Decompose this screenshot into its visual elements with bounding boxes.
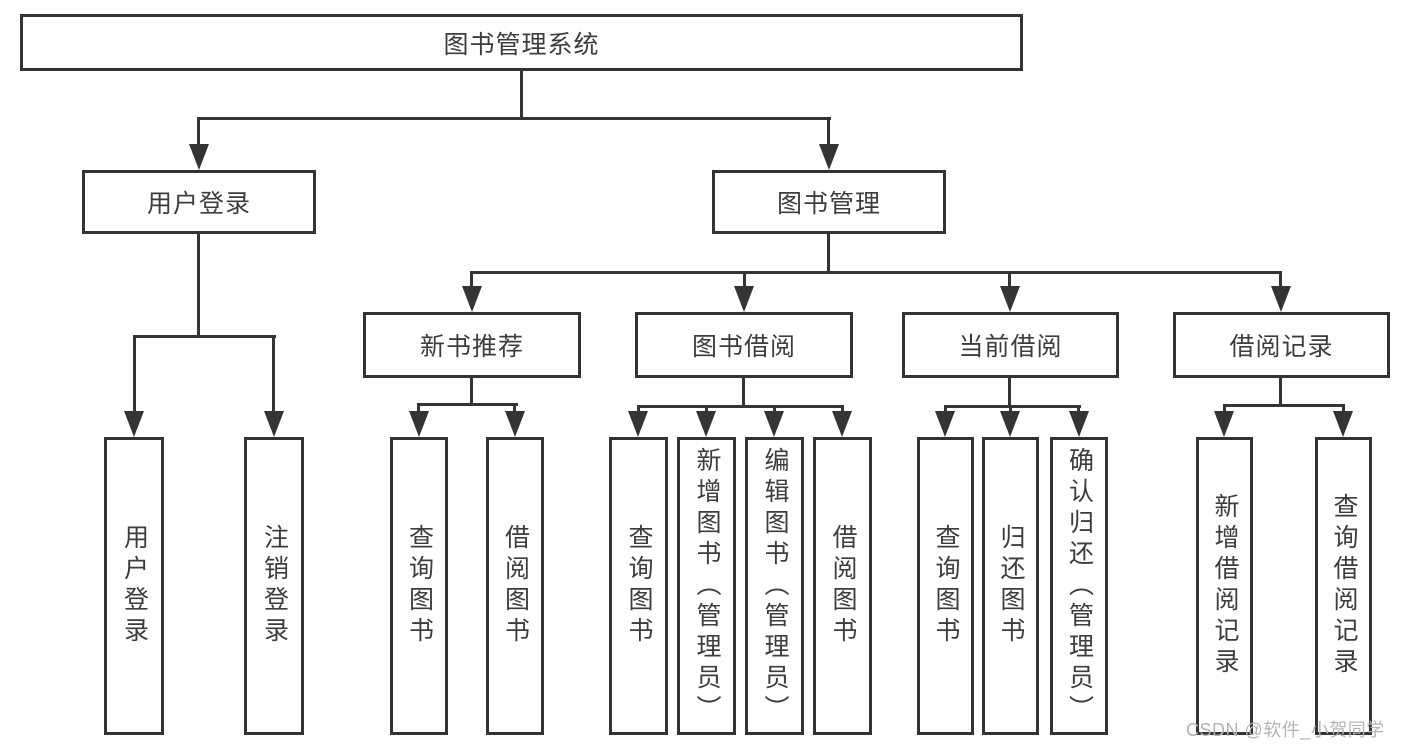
connector-line [705, 405, 708, 413]
connector-line [470, 377, 473, 405]
connector-line [944, 405, 947, 413]
connector-line [1279, 271, 1282, 288]
connector-line [1008, 377, 1011, 408]
arrowhead-icon [462, 286, 482, 312]
watermark-text: CSDN @软件_小贺同学 [1186, 720, 1385, 740]
connector-line [637, 405, 844, 408]
node-borrow-records: 借阅记录 [1173, 312, 1390, 378]
connector-line [197, 117, 200, 147]
node-current-query-books: 查询图书 [917, 437, 974, 735]
connector-line [1223, 404, 1226, 413]
arrowhead-icon [189, 144, 209, 170]
arrowhead-icon [1271, 286, 1291, 312]
node-recommend-query-books: 查询图书 [390, 437, 448, 735]
connector-line [1342, 404, 1345, 413]
connector-line [272, 335, 275, 413]
node-return-book: 归还图书 [982, 437, 1039, 735]
arrowhead-icon [409, 411, 429, 437]
connector-line [1279, 377, 1282, 407]
connector-line [637, 405, 640, 413]
arrowhead-icon [1000, 411, 1020, 437]
arrowhead-icon [764, 411, 784, 437]
arrowhead-icon [264, 411, 284, 437]
node-borrow-books: 借阅图书 [813, 437, 872, 735]
node-add-book-admin: 新增图书（管理员） [677, 437, 736, 735]
arrowhead-icon [124, 411, 144, 437]
connector-line [742, 377, 745, 408]
node-new-book-recommend: 新书推荐 [363, 312, 581, 378]
node-borrow-query-books: 查询图书 [609, 437, 668, 735]
arrowhead-icon [1000, 286, 1020, 312]
node-book-borrow: 图书借阅 [635, 312, 853, 378]
connector-line [841, 405, 844, 413]
arrowhead-icon [935, 411, 955, 437]
node-library-system: 图书管理系统 [20, 14, 1023, 71]
connector-line [513, 403, 516, 413]
connector-line [1077, 405, 1080, 413]
arrowhead-icon [696, 411, 716, 437]
arrowhead-icon [1333, 411, 1353, 437]
arrowhead-icon [734, 286, 754, 312]
arrowhead-icon [1069, 411, 1089, 437]
arrowhead-icon [628, 411, 648, 437]
connector-line [470, 271, 1282, 274]
arrowhead-icon [832, 411, 852, 437]
node-add-borrow-record: 新增借阅记录 [1196, 437, 1253, 735]
connector-line [827, 117, 830, 147]
connector-line [197, 117, 831, 120]
node-edit-book-admin: 编辑图书（管理员） [745, 437, 804, 735]
arrowhead-icon [505, 411, 525, 437]
node-confirm-return-admin: 确认归还（管理员） [1050, 437, 1108, 735]
connector-line [417, 403, 420, 413]
connector-line [944, 405, 1081, 408]
node-user-login-action: 用户登录 [104, 437, 164, 735]
arrowhead-icon [819, 144, 839, 170]
connector-line [1009, 405, 1012, 413]
connector-line [1008, 271, 1011, 288]
connector-line [1223, 404, 1345, 407]
node-recommend-borrow-books: 借阅图书 [486, 437, 544, 735]
connector-line [417, 403, 518, 406]
node-logout: 注销登录 [244, 437, 304, 735]
connector-line [133, 335, 276, 338]
node-current-borrow: 当前借阅 [902, 312, 1119, 378]
connector-line [520, 70, 523, 118]
connector-line [470, 271, 473, 288]
node-user-login: 用户登录 [82, 170, 316, 234]
connector-line [773, 405, 776, 413]
node-book-management: 图书管理 [712, 170, 946, 234]
connector-line [827, 233, 830, 274]
node-query-borrow-record: 查询借阅记录 [1315, 437, 1372, 735]
arrowhead-icon [1214, 411, 1234, 437]
connector-line [133, 335, 136, 413]
connector-line [743, 271, 746, 288]
connector-line [197, 233, 200, 335]
